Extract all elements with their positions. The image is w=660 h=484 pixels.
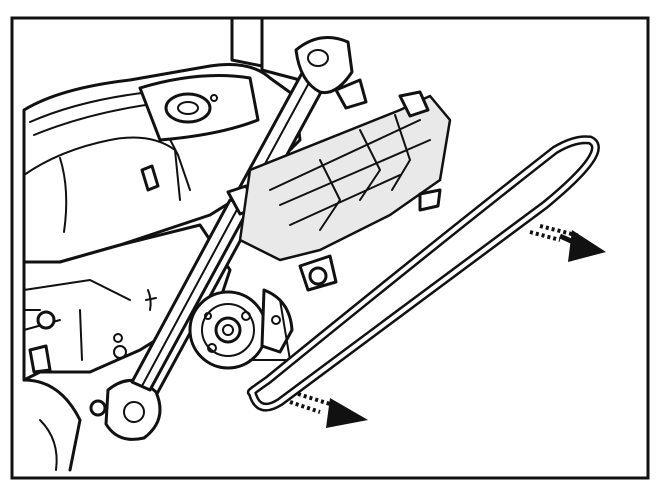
oil-filler-cap <box>164 92 212 124</box>
pull-direction-arrow-left <box>289 392 368 428</box>
engine-body <box>22 16 302 472</box>
crankshaft-pulley <box>188 288 294 370</box>
alternator-assembly <box>238 90 452 292</box>
serpentine-belt <box>246 135 600 412</box>
pull-direction-arrow-right <box>529 224 606 262</box>
